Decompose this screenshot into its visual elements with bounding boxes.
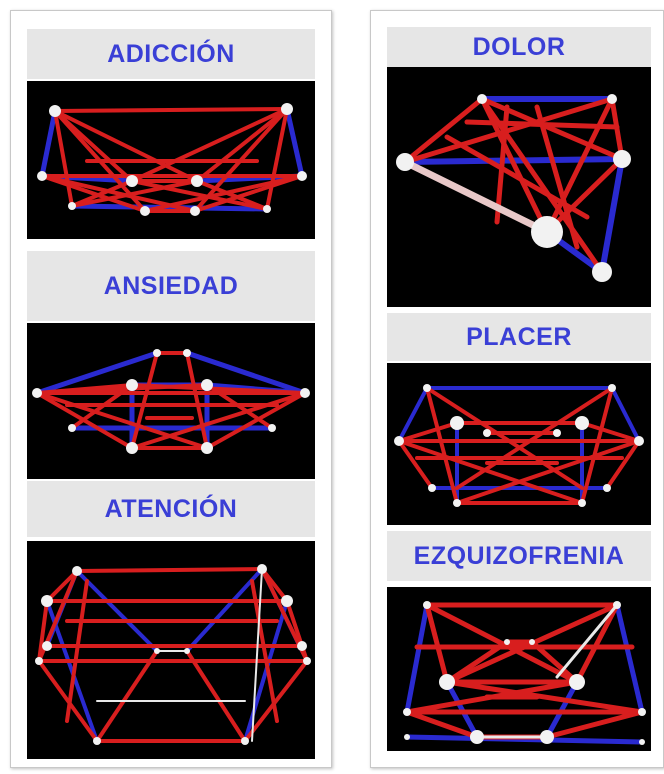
label-ansiedad: ANSIEDAD xyxy=(27,251,315,321)
structure-placer-figure xyxy=(394,384,644,507)
structure-dolor-figure xyxy=(396,94,631,282)
tensegrity-image-dolor xyxy=(387,67,651,307)
tensegrity-image-placer xyxy=(387,363,651,525)
structure-atencion-figure xyxy=(35,564,311,745)
tensegrity-image-adiccion xyxy=(27,81,315,239)
label-placer: PLACER xyxy=(387,313,651,361)
tensegrity-image-ansiedad xyxy=(27,323,315,479)
structure-ansiedad-figure xyxy=(32,349,310,454)
label-atencion: ATENCIÓN xyxy=(27,481,315,537)
label-dolor: DOLOR xyxy=(387,27,651,67)
left-panel: ADICCIÓN xyxy=(10,10,332,768)
tensegrity-image-atencion xyxy=(27,541,315,759)
label-ezquizofrenia: EZQUIZOFRENIA xyxy=(387,531,651,581)
structure-ezquizofrenia-figure xyxy=(403,601,646,745)
tensegrity-image-ezquizofrenia xyxy=(387,587,651,751)
right-panel: DOLOR xyxy=(370,10,664,768)
label-adiccion: ADICCIÓN xyxy=(27,29,315,79)
structure-adiccion-figure xyxy=(37,103,307,216)
